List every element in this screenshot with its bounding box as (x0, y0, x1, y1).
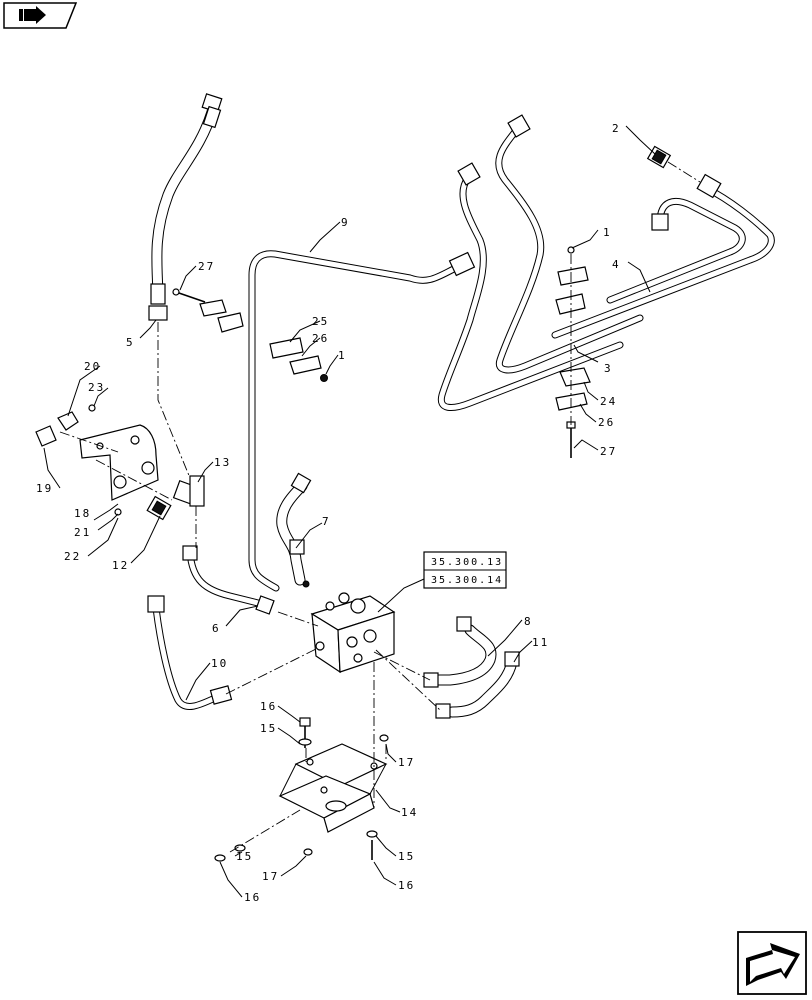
hose-7 (276, 472, 312, 586)
page-forward-arrow-icon[interactable] (737, 931, 807, 995)
bolt-16-right (366, 830, 378, 860)
bolt-16-left (214, 844, 246, 862)
bracket-18 (79, 424, 159, 501)
hose-8 (423, 616, 497, 688)
callout-1: 1 (603, 226, 612, 239)
pipe-3 (437, 114, 644, 411)
callout-10: 10 (211, 657, 228, 670)
pipe-9 (248, 250, 476, 592)
callout-13: 13 (214, 456, 231, 469)
callout-18: 18 (74, 507, 91, 520)
washer-17 (303, 734, 389, 856)
callout-27-left: 27 (198, 260, 215, 273)
callout-labels: 1 2 3 4 5 6 7 8 9 10 11 12 13 14 15 15 1… (36, 122, 621, 904)
pipe-6 (182, 545, 275, 615)
callout-19: 19 (36, 482, 53, 495)
clamp-set-right (555, 246, 591, 458)
hose-11 (435, 651, 520, 719)
callout-26-right: 26 (598, 416, 615, 429)
callout-15-right: 15 (398, 850, 415, 863)
callout-5: 5 (126, 336, 135, 349)
screw-23 (88, 404, 96, 412)
callout-16-top: 16 (260, 700, 277, 713)
callout-26-left: 26 (312, 332, 329, 345)
callout-25: 25 (312, 315, 329, 328)
bolt-16-top (298, 717, 312, 748)
fitting-12 (146, 495, 172, 521)
valve-block (302, 580, 396, 674)
callout-1-left: 1 (338, 349, 347, 362)
assembly-centre-lines (95, 322, 441, 853)
callout-15-left: 15 (236, 850, 253, 863)
fitting-19 (35, 425, 57, 447)
callout-24: 24 (600, 395, 617, 408)
washer-21 (114, 508, 122, 516)
callout-21: 21 (74, 526, 91, 539)
fitting-2 (646, 145, 672, 169)
callout-3: 3 (604, 362, 613, 375)
reference-box[interactable]: 35.300.13 35.300.14 (377, 551, 507, 613)
callout-17-bottom: 17 (262, 870, 279, 883)
hose-5 (148, 93, 223, 321)
washer-20 (57, 411, 79, 431)
callout-23: 23 (88, 381, 105, 394)
reference-35-300-14[interactable]: 35.300.14 (431, 575, 503, 586)
callout-16-right: 16 (398, 879, 415, 892)
callout-4: 4 (612, 258, 621, 271)
callout-9: 9 (341, 216, 350, 229)
pipe-10 (147, 595, 233, 710)
callout-11: 11 (532, 636, 549, 649)
reference-35-300-13[interactable]: 35.300.13 (431, 557, 503, 568)
callout-15-top: 15 (260, 722, 277, 735)
bracket-14 (278, 743, 388, 833)
pipe-4 (551, 173, 775, 339)
callout-leaders (43, 125, 656, 898)
callout-7: 7 (322, 515, 331, 528)
callout-20: 20 (84, 360, 101, 373)
callout-12: 12 (112, 559, 129, 572)
callout-14: 14 (401, 806, 418, 819)
callout-8: 8 (524, 615, 533, 628)
callout-16-left: 16 (244, 891, 261, 904)
elbow-fitting-13 (172, 475, 205, 507)
callout-27-right: 27 (600, 445, 617, 458)
callout-17-right: 17 (398, 756, 415, 769)
page-back-arrow-icon[interactable] (3, 2, 78, 29)
callout-2: 2 (612, 122, 621, 135)
callout-22: 22 (64, 550, 81, 563)
callout-6: 6 (212, 622, 221, 635)
clamp-set-left (172, 288, 328, 382)
